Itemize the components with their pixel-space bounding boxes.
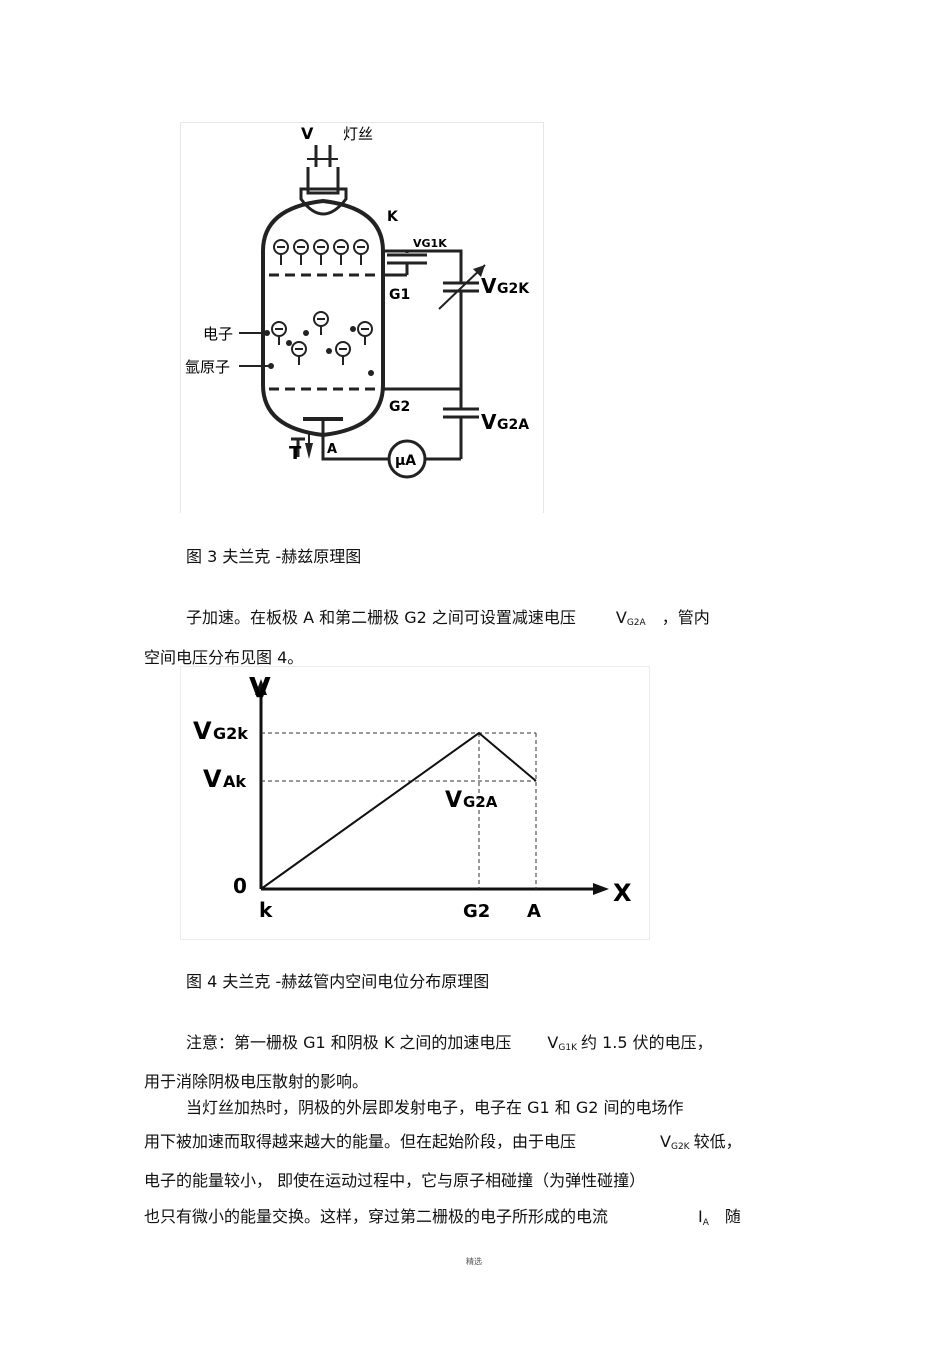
label-meter: μA [395,453,416,469]
para3-line3: 电子的能量较小， 即使在运动过程中，它与原子相碰撞（为弹性碰撞） [144,1171,646,1190]
x-axis-arrow-icon [593,883,609,895]
figure-3-caption: 图 3 夫兰克 -赫兹原理图 [186,547,362,566]
para3-line4: 也只有微小的能量交换。这样，穿过第二栅极的电子所形成的电流 IA 随 [144,1203,741,1228]
label-vg2a-main: V [481,410,497,434]
y-tick-vg2k-main: V [193,717,212,745]
electron-scatter-icon [271,311,373,365]
y-tick-vg2k-sub: G2k [213,724,248,743]
electron-row-icon [273,239,369,265]
chart-svg: V X 0 V G2k V Ak V G2A k G2 A [193,671,632,922]
label-g1: G1 [389,287,410,303]
chart-guide-lines [261,732,537,889]
figure-4-chart: V X 0 V G2k V Ak V G2A k G2 A [180,666,650,940]
label-a: A [327,442,337,457]
series-line [260,731,537,890]
para3-line4-sub: A [702,1218,709,1228]
label-vg1k: VG1K [413,237,447,250]
label-argon: 氩原子 [185,358,230,376]
para1-line1-pre: 子加速。在板极 A 和第二栅极 G2 之间可设置减速电压 [186,608,576,627]
y-tick-vak-main: V [203,765,222,793]
para3-line1: 当灯丝加热时，阴极的外层即发射电子，电子在 G1 和 G2 间的电场作 [186,1098,684,1117]
schematic-svg: V 灯丝 K VG1K G1 V G2K 电子 氩原子 G2 V G2A T A… [185,124,530,479]
para1-line2: 空间电压分布见图 4。 [144,648,304,667]
y-tick-vak-sub: Ak [223,772,246,791]
para2-line1-pre: 注意：第一栅极 G1 和阴极 K 之间的加速电压 [186,1033,512,1052]
label-vg2k-sub: G2K [497,281,530,297]
para2-line1-sub: G1K [558,1043,577,1053]
para3-line2-v: V [660,1132,671,1151]
para3-line2-pre: 用下被加速而取得越来越大的能量。但在起始阶段，由于电压 [144,1132,577,1151]
x-tick-k: k [259,898,273,922]
label-v: V [301,124,314,143]
label-vg2a-sub: G2A [497,417,529,433]
chart-x-axis-label: X [613,879,632,907]
x-tick-g2: G2 [463,901,490,922]
label-vg2k-main: V [481,274,497,298]
para2-line2: 用于消除阴极电压散射的影响。 [144,1072,369,1091]
para2-line1-v: V [547,1033,559,1052]
para3-line2-sub: G2K [670,1142,690,1152]
para2-line1-post: 约 1.5 伏的电压， [580,1033,713,1052]
annotation-vg2a-main: V [445,788,462,813]
annotation-vg2a-sub: G2A [463,793,498,811]
page-footer: 精选 [466,1257,482,1266]
y-axis-arrow-icon [255,679,267,695]
para1-line1-v: V [615,608,627,627]
label-g2: G2 [389,399,410,415]
para1-line1: 子加速。在板极 A 和第二栅极 G2 之间可设置减速电压 VG2A ，管内 [186,604,710,628]
arrow-head-icon [473,265,485,277]
chart-origin-label: 0 [233,874,247,898]
argon-atom-icon [264,326,374,376]
para1-line1-sub: G2A [626,618,646,628]
x-tick-a: A [527,901,541,922]
chart-y-axis-label: V [249,671,271,704]
label-filament: 灯丝 [343,125,373,143]
para3-line2-post: 较低， [693,1132,742,1151]
para3-line4-i: I [698,1207,703,1226]
para1-line1-post: ，管内 [661,608,710,627]
label-electron: 电子 [203,325,233,343]
figure-4-caption: 图 4 夫兰克 -赫兹管内空间电位分布原理图 [186,972,490,991]
para3-line4-post: 随 [724,1207,741,1226]
figure-3-schematic: V 灯丝 K VG1K G1 V G2K 电子 氩原子 G2 V G2A T A… [180,122,544,513]
label-k: K [387,209,399,225]
para3-line4-pre: 也只有微小的能量交换。这样，穿过第二栅极的电子所形成的电流 [144,1207,609,1226]
label-t: T [289,443,302,464]
